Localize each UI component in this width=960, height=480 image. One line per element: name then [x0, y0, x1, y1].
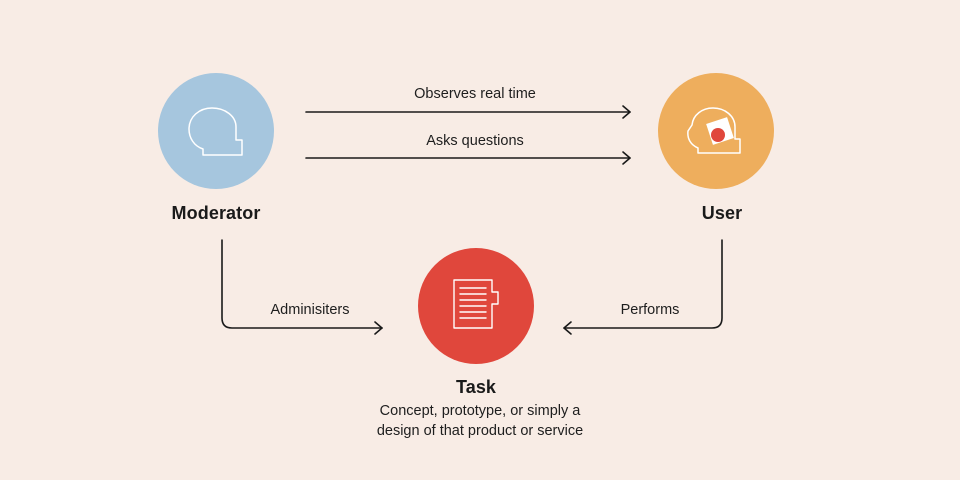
task-description-line-2: design of that product or service: [376, 423, 584, 439]
red-dot-icon: [711, 128, 725, 142]
task-node: [418, 248, 534, 364]
task-description-line-1: Concept, prototype, or simply a: [379, 403, 581, 419]
task-description: Concept, prototype, or simply a design o…: [340, 401, 620, 441]
user-circle: [658, 73, 774, 189]
arrow-administers: [221, 239, 383, 335]
observes-label: Observes real time: [414, 86, 536, 102]
arrow-observes: [305, 105, 631, 119]
performs-label: Performs: [620, 302, 680, 318]
user-node: [658, 73, 774, 189]
administers-label: Adminisiters: [270, 302, 350, 318]
head-profile-icon: [188, 107, 243, 156]
moderator-label: Moderator: [171, 203, 261, 223]
arrow-performs: [563, 239, 723, 335]
asks-label: Asks questions: [426, 133, 524, 149]
moderator-circle: [158, 73, 274, 189]
task-label: Task: [455, 377, 497, 397]
head-with-screen-icon: [687, 107, 741, 154]
task-circle: [418, 248, 534, 364]
arrow-asks: [305, 151, 631, 165]
moderator-node: [158, 73, 274, 189]
document-icon: [453, 279, 499, 329]
user-label: User: [701, 203, 743, 223]
